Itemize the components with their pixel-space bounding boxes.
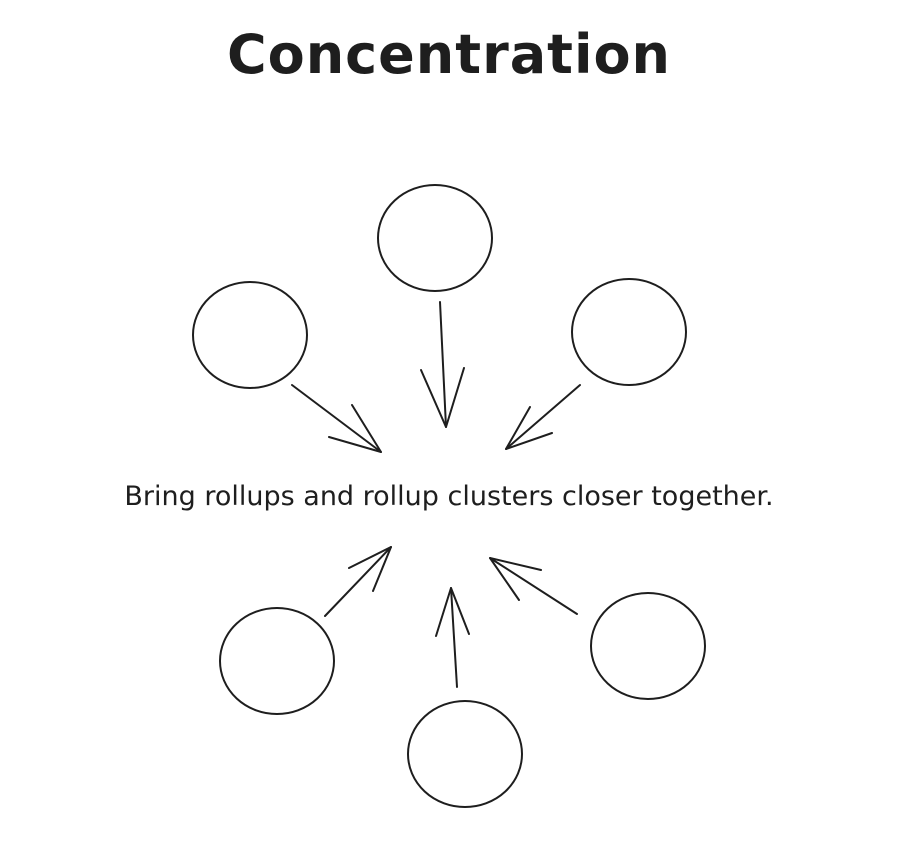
arrow-from-upper-right: [505, 384, 581, 450]
circle-upper-left: [192, 281, 308, 389]
arrow-from-bottom: [435, 587, 470, 688]
arrow-from-upper-left: [291, 384, 382, 453]
arrow-from-top: [420, 301, 465, 428]
circle-bottom: [407, 700, 523, 808]
arrow-from-lower-left: [324, 546, 392, 617]
circle-lower-right: [590, 592, 706, 700]
circle-upper-right: [571, 278, 687, 386]
circle-top: [377, 184, 493, 292]
diagram-caption: Bring rollups and rollup clusters closer…: [124, 481, 774, 512]
diagram-title: Concentration: [227, 23, 671, 86]
circle-lower-left: [219, 607, 335, 715]
arrow-from-lower-right: [489, 557, 578, 615]
